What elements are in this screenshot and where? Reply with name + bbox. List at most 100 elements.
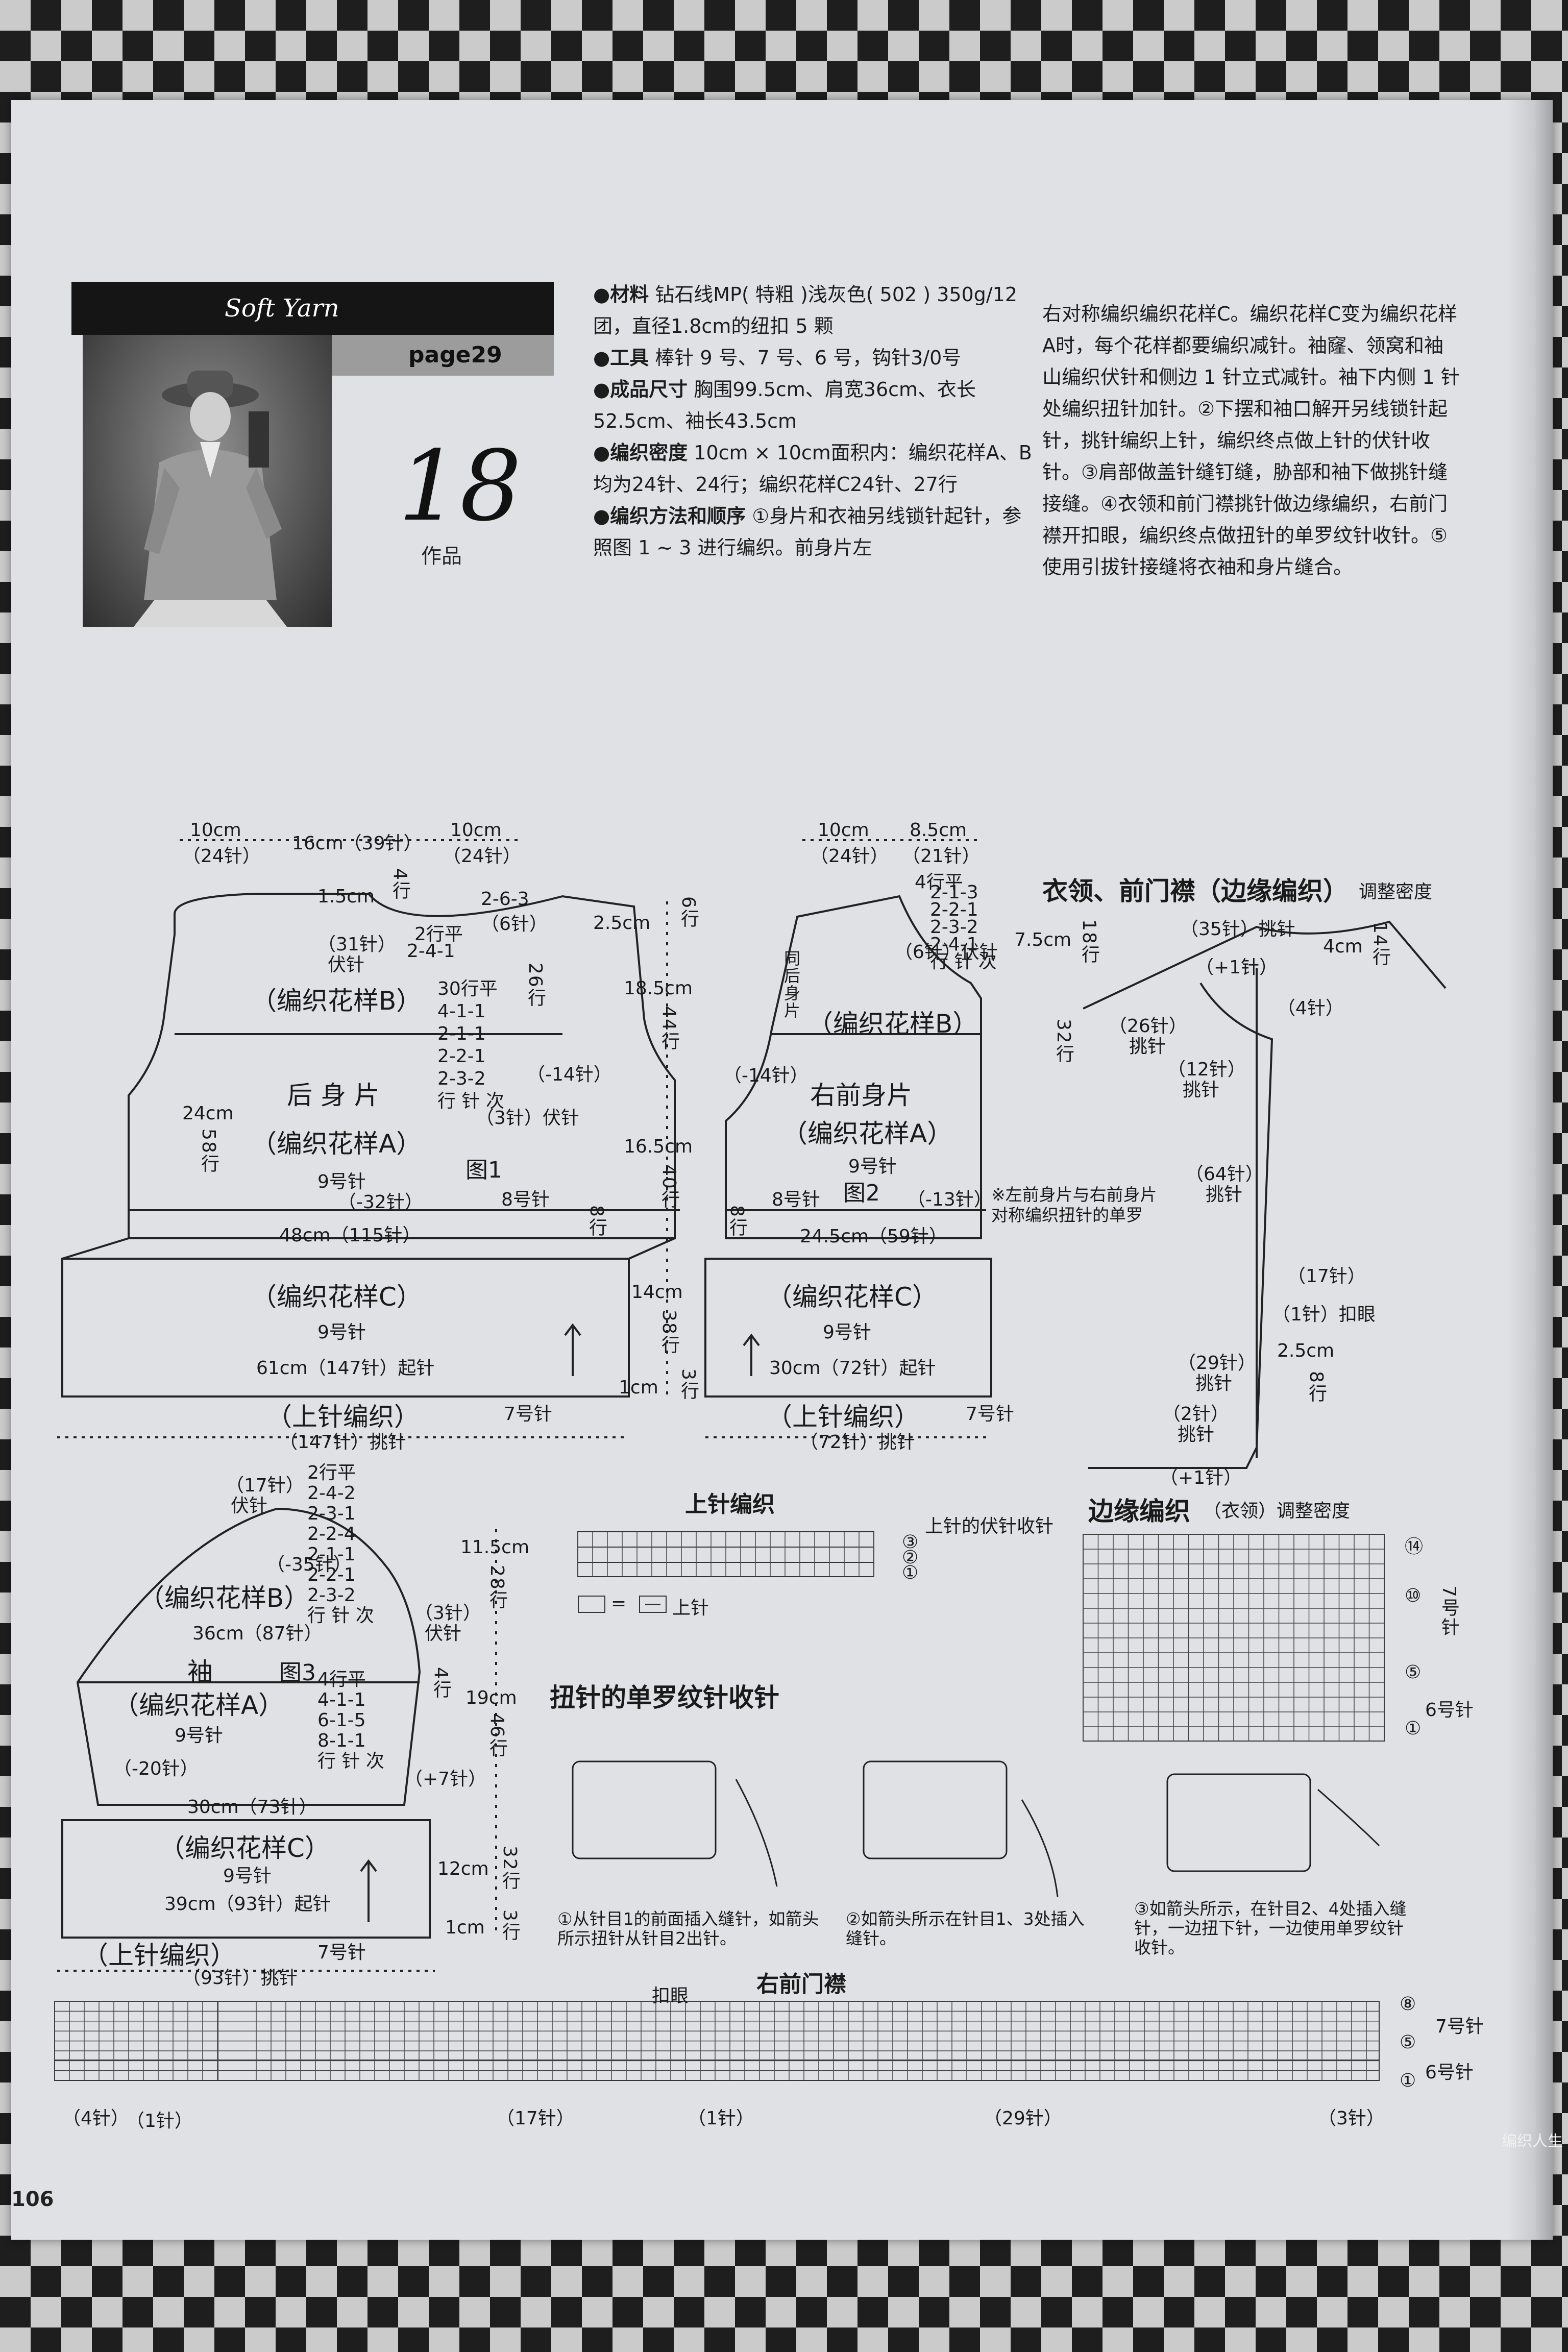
fig3-rows-32: 32行 [499,1846,520,1891]
model-photo [83,335,332,627]
band-chart-row-5: ⑤ [1400,2032,1416,2053]
collar-st64: （64针） [1185,1164,1264,1185]
page-number: 106 [11,2188,54,2211]
fig2-cast-on: 30cm（72针）起针 [769,1358,936,1379]
band-chart-buttonhole: 扣眼 [652,1986,689,2006]
fig2-pattern-a: （编织花样A） [782,1119,953,1148]
purl-chart-bind-note: 上针的伏针收针 [925,1516,1054,1537]
fig2-needle-7: 7号针 [966,1404,1014,1425]
fig2-pattern-b: （编织花样B） [807,1009,978,1039]
page-curl-shadow [1507,100,1553,2240]
brand-title: Soft Yarn [225,294,339,323]
edge-chart-needle-7: 7号针 [1438,1585,1459,1637]
instructions-column-1: ●材料 钻石线MP( 特粗 )浅灰色( 502 ) 350g/12团，直径1.8… [593,279,1032,564]
twist-rib-step-2: ②如箭头所示在针目1、3处插入缝针。 [846,1909,1085,1948]
fig3-pickup: （93针）挑针 [182,1968,298,1989]
band-chart-rows [55,2001,1379,2071]
fig2-pattern-c: （编织花样C） [767,1282,938,1312]
fig3-cm-1: 1cm [445,1917,485,1938]
fig1-pattern-c: （编织花样C） [251,1282,422,1312]
edge-chart-row-10: ⑩ [1405,1585,1422,1606]
purl-legend-label: 上针 [672,1598,709,1619]
fig2-label: 图2 [843,1180,880,1206]
collar-st29: （29针） [1178,1353,1256,1374]
purl-chart-title: 上针编织 [685,1491,775,1517]
fig1-neck-dec-b: 2-4-1 [407,941,455,962]
collar-st29-b: 挑针 [1195,1373,1233,1394]
fig3-rows-4: 4行 [430,1667,451,1699]
scale-c-rows: 40行 [658,1164,679,1209]
scale-d-cm: 14cm [631,1282,683,1303]
band-chart-needle-6: 6号针 [1425,2062,1474,2083]
gauge-text: 10cm × 10cm面积内：编织花样A、B均为24针、24行；编织花样C24针… [593,442,1032,496]
fig1-needle-7: 7号针 [504,1404,552,1425]
fig1-neck-bind-2: 伏针 [328,954,365,975]
size-text: 胸围99.5cm、肩宽36cm、衣长52.5cm、袖长43.5cm [593,378,976,432]
collar-plus1-bottom: （+1针） [1160,1467,1242,1488]
fig1-width-48: 48cm（115针） [279,1225,421,1246]
band-chart-row-8: ⑧ [1400,1994,1416,2015]
collar-top-st: （35针）挑针 [1180,919,1295,940]
collar-cm25: 2.5cm [1277,1340,1335,1361]
fig1-pattern-a: （编织花样A） [251,1129,422,1159]
band-chart-st-1b: （1针） [688,2108,754,2129]
collar-st12: （12针） [1167,1059,1246,1080]
fig3-cast-on: 39cm（93针）起针 [164,1894,331,1915]
collar-plus1: （+1针） [1195,957,1278,978]
purl-legend-eq: = [611,1593,627,1614]
fig2-needle-8: 8号针 [772,1189,820,1210]
fig1-rows-8: 8行 [586,1205,607,1237]
band-chart-st-29: （29针） [984,2108,1062,2129]
fig3-cuff-rect [61,1819,431,1939]
gauge-label: ●编织密度 [593,442,688,464]
twist-rib-step-3: ③如箭头所示，在针目2、4处插入缝针，一边扭下针，一边使用单罗纹针收针。 [1134,1899,1407,1957]
fig2-title: 右前身片 [810,1081,912,1110]
fig1-title: 后 身 片 [287,1081,380,1110]
fig2-needle-9: 9号针 [848,1156,897,1177]
scale-c-cm: 16.5cm [624,1136,693,1157]
fig1-cast-on: 61cm（147针）起针 [256,1358,435,1379]
size-label: ●成品尺寸 [593,378,688,401]
band-chart-st-1a: （1针） [126,2111,193,2132]
fig3-sleeve-outline [76,1507,421,1806]
fig1-neck-depth: 1.5cm [317,886,375,907]
method-text-2: 右对称编织编织花样C。编织花样C变为编织花样A时，每个花样都要编织减针。袖窿、领… [1042,303,1460,578]
band-chart-needle-7: 7号针 [1435,2016,1484,2037]
fig1-top-left-st: （24针） [182,846,261,867]
collar-st4: （4针） [1277,998,1344,1019]
fig2-back-same: 同后身片 [781,950,801,1019]
purl-legend-box [578,1596,605,1613]
fig2-top-left-cm: 10cm [818,820,869,841]
model-figure-image [134,371,287,627]
fig2-dec-13: （-13针） [907,1189,992,1210]
collar-rows-8: 8行 [1306,1371,1327,1403]
scale-b-cm: 18.5cm [624,978,693,999]
page-ref: page29 [408,342,502,368]
page-ref-bar: page29 [332,335,554,376]
edge-chart-subtitle: （衣领）调整密度 [1203,1501,1351,1522]
fig1-top-left-cm: 10cm [190,820,241,841]
twisted-rib-illustrations [572,1760,1380,1897]
fig1-shoulder-a: 2-6-3 [481,889,529,910]
collar-st2: （2针） [1162,1404,1229,1425]
fig1-top-right-st: （24针） [443,846,521,867]
collar-outline [1083,920,1447,1010]
collar-side-cm: 7.5cm [1014,929,1072,950]
scale-e-rows: 3行 [678,1368,699,1401]
fig3-pattern-b: （编织花样B） [139,1583,310,1613]
edge-chart-rows [1083,1534,1384,1727]
fig3-title: 袖 [187,1657,213,1687]
materials-label: ●材料 [593,283,649,306]
edge-chart-row-14: ⑭ [1405,1536,1424,1557]
scale-d-rows: 38行 [658,1310,679,1355]
fig3-cap-dec: 2行平 2-4-2 2-3-1 2-2-4 2-1-1 2-2-1 2-3-2 … [307,1462,374,1626]
work-label: 作品 [421,545,462,568]
twist-rib-step-1: ①从针目1的前面插入缝针，如箭头所示扭针从针目2出针。 [557,1909,819,1948]
scale-e-cm: 1cm [619,1377,658,1398]
collar-neck-cm: 4cm [1323,936,1363,957]
edge-chart-row-5: ⑤ [1405,1662,1422,1683]
collar-side-rows: 18行 [1079,919,1099,964]
collar-subtitle: （边缘编织） [1195,876,1349,906]
method-text-1: ①身片和衣袖另线锁针起针，参照图 1 ~ 3 进行编织。前身片左 [593,505,1022,559]
purl-chart-row-2: ② [902,1547,919,1568]
